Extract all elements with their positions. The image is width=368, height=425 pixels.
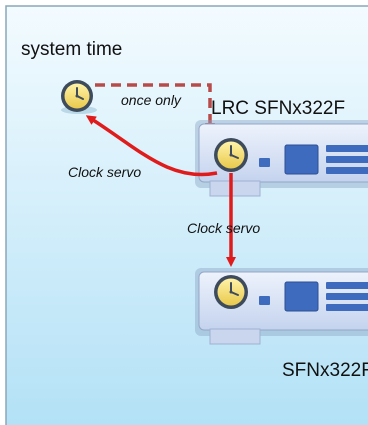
lrc-clock-icon xyxy=(214,138,248,172)
clock-servo-down-label: Clock servo xyxy=(187,220,260,236)
clock-servo-left-label: Clock servo xyxy=(68,164,141,180)
lrc-device-label: LRC SFNx322F xyxy=(211,98,345,119)
device-label: SFNx322F xyxy=(282,360,368,381)
once-only-label: once only xyxy=(121,92,182,108)
device-clock-icon xyxy=(214,275,248,309)
clock-servo-left-arrow xyxy=(85,115,218,177)
system-time-label: system time xyxy=(21,39,122,60)
system-clock-icon xyxy=(61,80,97,114)
panel-background xyxy=(5,5,368,425)
once-only-dashed-arrow xyxy=(95,83,215,133)
lrc-server-icon xyxy=(195,120,368,197)
